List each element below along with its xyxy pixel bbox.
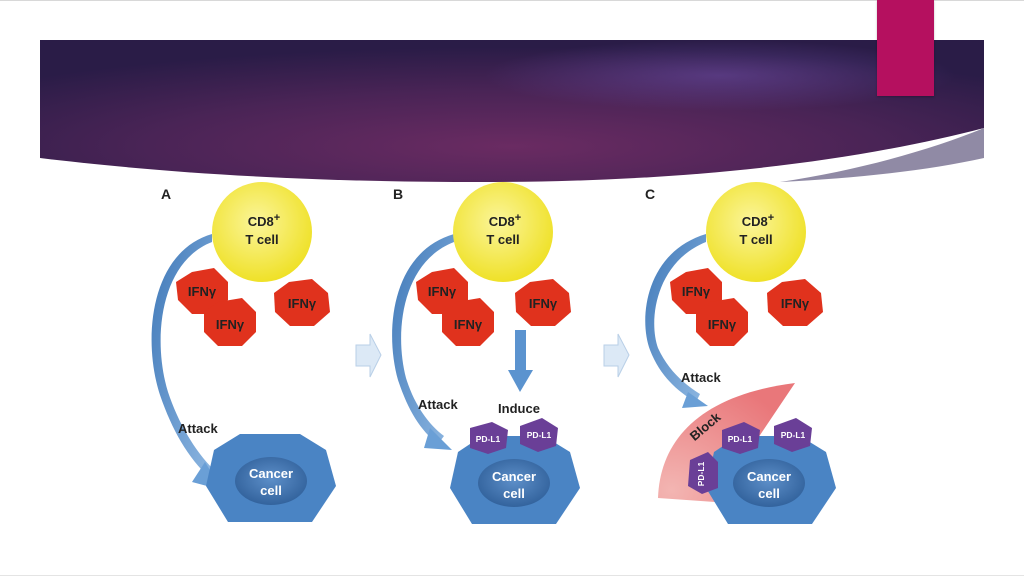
attack-arrowhead-b xyxy=(424,428,452,450)
ifn-b-3 xyxy=(515,279,571,326)
pdl1-c-1-label: PD-L1 xyxy=(728,434,753,444)
ifn-c-2-label: IFNγ xyxy=(708,317,737,332)
attack-arrow-a xyxy=(151,234,214,478)
svg-text:CD8+: CD8+ xyxy=(248,212,280,229)
cancer-a-line2: cell xyxy=(260,483,282,498)
cancer-nucleus-c xyxy=(733,459,805,507)
cancer-nucleus-b xyxy=(478,459,550,507)
panel-a-letter: A xyxy=(161,186,171,202)
panel-b: B CD8+ T cell IFNγ IFNγ IFNγ Induce Atta… xyxy=(392,182,580,524)
tcell-b-line2: T cell xyxy=(486,232,519,247)
ifn-b-1 xyxy=(416,268,468,314)
pdl1-b-2-label: PD-L1 xyxy=(527,430,552,440)
tcell-b-sup: + xyxy=(515,212,521,224)
cancer-b-line1: Cancer xyxy=(492,469,536,484)
tcell-c-line2: T cell xyxy=(739,232,772,247)
ifn-a-2 xyxy=(204,298,256,346)
induce-arrow-shaft xyxy=(515,330,526,372)
ifn-a-1-label: IFNγ xyxy=(188,284,217,299)
attack-arrow-c xyxy=(645,234,706,402)
t-cell-a xyxy=(212,182,312,282)
ifn-a-2-label: IFNγ xyxy=(216,317,245,332)
pdl1-c-1 xyxy=(722,422,760,454)
tcell-a-line1: CD8 xyxy=(248,214,274,229)
attack-label-b: Attack xyxy=(418,397,459,412)
cancer-b-line2: cell xyxy=(503,486,525,501)
cancer-nucleus-a xyxy=(235,457,307,505)
cancer-a-line1: Cancer xyxy=(249,466,293,481)
t-cell-b xyxy=(453,182,553,282)
pdl1-b-2 xyxy=(520,418,558,452)
panel-c-letter: C xyxy=(645,186,655,202)
tcell-c-line1: CD8 xyxy=(742,214,768,229)
panel-a: A CD8+ T cell IFNγ IFNγ IFNγ Attack Canc… xyxy=(151,182,336,522)
induce-label: Induce xyxy=(498,401,540,416)
ifn-b-1-label: IFNγ xyxy=(428,284,457,299)
panel-b-letter: B xyxy=(393,186,403,202)
accent-tab xyxy=(877,0,934,96)
panel-c: C CD8+ T cell IFNγ IFNγ IFNγ Attack Bloc… xyxy=(645,182,836,524)
ifn-c-1-label: IFNγ xyxy=(682,284,711,299)
pdl1-c-2-label: PD-L1 xyxy=(781,430,806,440)
tcell-b-line1: CD8 xyxy=(489,214,515,229)
pdl1-b-1-label: PD-L1 xyxy=(476,434,501,444)
attack-arrow-b xyxy=(392,234,454,444)
ifn-a-3 xyxy=(274,279,330,326)
ifn-a-3-label: IFNγ xyxy=(288,296,317,311)
cancer-c-line1: Cancer xyxy=(747,469,791,484)
title-banner xyxy=(40,40,984,182)
ifn-b-3-label: IFNγ xyxy=(529,296,558,311)
slide-top-border xyxy=(0,0,1024,1)
t-cell-c xyxy=(706,182,806,282)
tcell-c-sup: + xyxy=(768,212,774,224)
transition-arrow-a-b xyxy=(355,333,382,378)
attack-label-a: Attack xyxy=(178,421,219,436)
pdl1-c-2 xyxy=(774,418,812,452)
ifn-c-3-label: IFNγ xyxy=(781,296,810,311)
svg-text:CD8+: CD8+ xyxy=(489,212,521,229)
tcell-a-sup: + xyxy=(274,212,280,224)
pdl1-b-1 xyxy=(470,422,508,454)
pdl1-c-3 xyxy=(688,452,718,494)
ifn-c-1 xyxy=(670,268,722,314)
transition-arrow-b-c xyxy=(603,333,630,378)
tcell-a-line2: T cell xyxy=(245,232,278,247)
attack-label-c: Attack xyxy=(681,370,722,385)
ifn-c-3 xyxy=(767,279,823,326)
attack-arrowhead-c xyxy=(682,392,708,408)
cancer-c-line2: cell xyxy=(758,486,780,501)
svg-text:CD8+: CD8+ xyxy=(742,212,774,229)
ifn-b-2 xyxy=(442,298,494,346)
ifn-b-2-label: IFNγ xyxy=(454,317,483,332)
ifn-c-2 xyxy=(696,298,748,346)
pdl1-c-3-label: PD-L1 xyxy=(696,461,706,486)
induce-arrowhead xyxy=(508,370,533,392)
ifn-a-1 xyxy=(176,268,228,314)
